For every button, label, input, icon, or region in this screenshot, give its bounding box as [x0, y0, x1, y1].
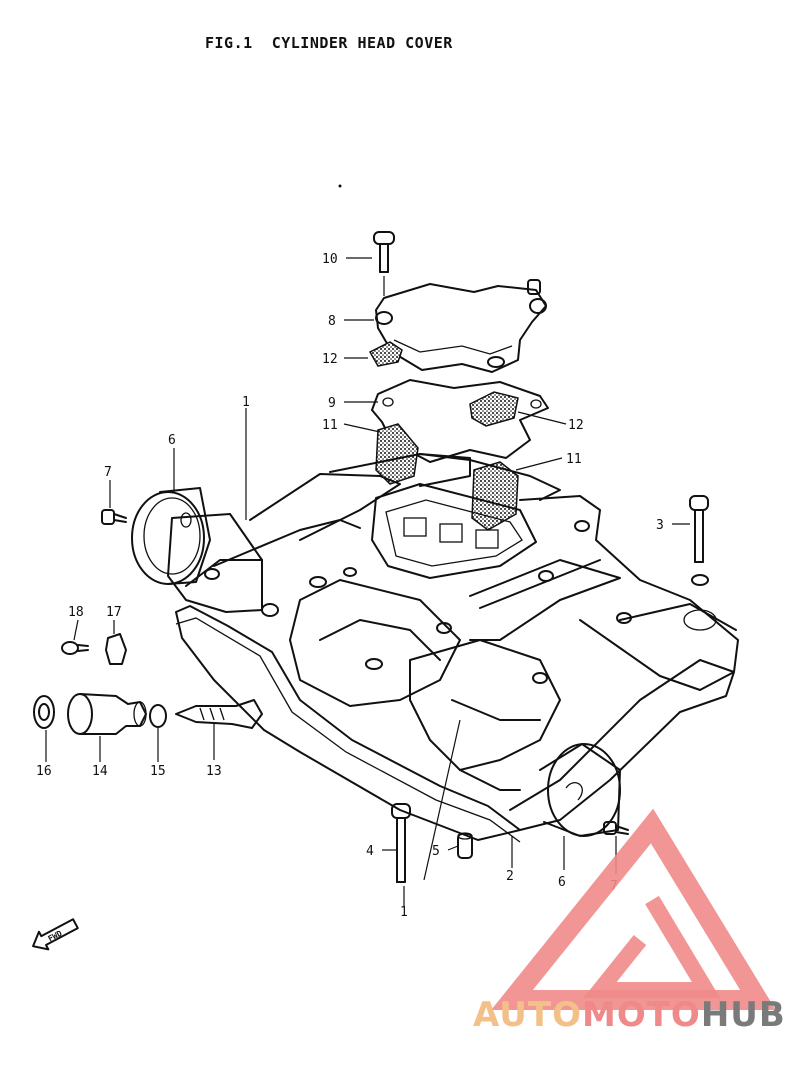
callout-3: 3	[656, 518, 664, 533]
callout-7: 7	[104, 465, 112, 480]
callout-11: 11	[322, 418, 338, 433]
stray-dot	[338, 184, 342, 188]
watermark-hub: HUB	[700, 995, 786, 1035]
cam-end-cap-6-right	[539, 743, 621, 837]
callout-12: 12	[322, 352, 338, 367]
sensor-13	[175, 699, 263, 729]
bolt-4	[391, 803, 411, 883]
washer-16	[33, 695, 55, 729]
foam-11-left	[375, 423, 419, 485]
watermark-moto: MOTO	[581, 995, 701, 1035]
cylinder-head-cover-1	[167, 453, 739, 841]
bolt-3	[689, 495, 709, 563]
cap-17	[105, 633, 127, 665]
callout-6: 6	[168, 433, 176, 448]
leader-lines	[45, 257, 690, 906]
screw-18	[61, 641, 89, 655]
breather-cover-8	[375, 279, 547, 373]
callout-14: 14	[92, 764, 108, 779]
callout-18: 18	[68, 605, 84, 620]
callout-12b: 12	[568, 418, 584, 433]
figure-title: FIG.1 CYLINDER HEAD COVER	[205, 34, 453, 52]
screw-7-left	[101, 509, 127, 525]
housing-14	[67, 693, 147, 735]
callout-6b: 6	[558, 875, 566, 890]
callout-8: 8	[328, 314, 336, 329]
callout-labels: 10 8 12 9 11 12 11 1 6 7 3 4 5 2 6 7 1 1…	[36, 252, 664, 920]
callout-11b: 11	[566, 452, 582, 467]
callout-15: 15	[150, 764, 166, 779]
callout-17: 17	[106, 605, 122, 620]
callout-1: 1	[242, 395, 250, 410]
callout-5: 5	[432, 844, 440, 859]
callout-2: 2	[506, 869, 514, 884]
cam-end-cap-6-left	[131, 487, 211, 585]
watermark-auto: AUTO	[473, 995, 582, 1035]
gasket-2	[175, 617, 521, 843]
bolt-10	[373, 231, 395, 273]
o-ring-15	[149, 704, 167, 728]
callout-13: 13	[206, 764, 222, 779]
foam-12-lower	[469, 391, 519, 427]
watermark-text: AUTOMOTOHUB	[473, 995, 786, 1035]
callout-16: 16	[36, 764, 52, 779]
screw-7-right	[603, 821, 629, 835]
foam-12-upper	[368, 341, 403, 367]
foam-11-right	[471, 461, 519, 531]
callout-10: 10	[322, 252, 338, 267]
callout-9: 9	[328, 396, 336, 411]
callout-4: 4	[366, 844, 374, 859]
callout-1b: 1	[400, 905, 408, 920]
